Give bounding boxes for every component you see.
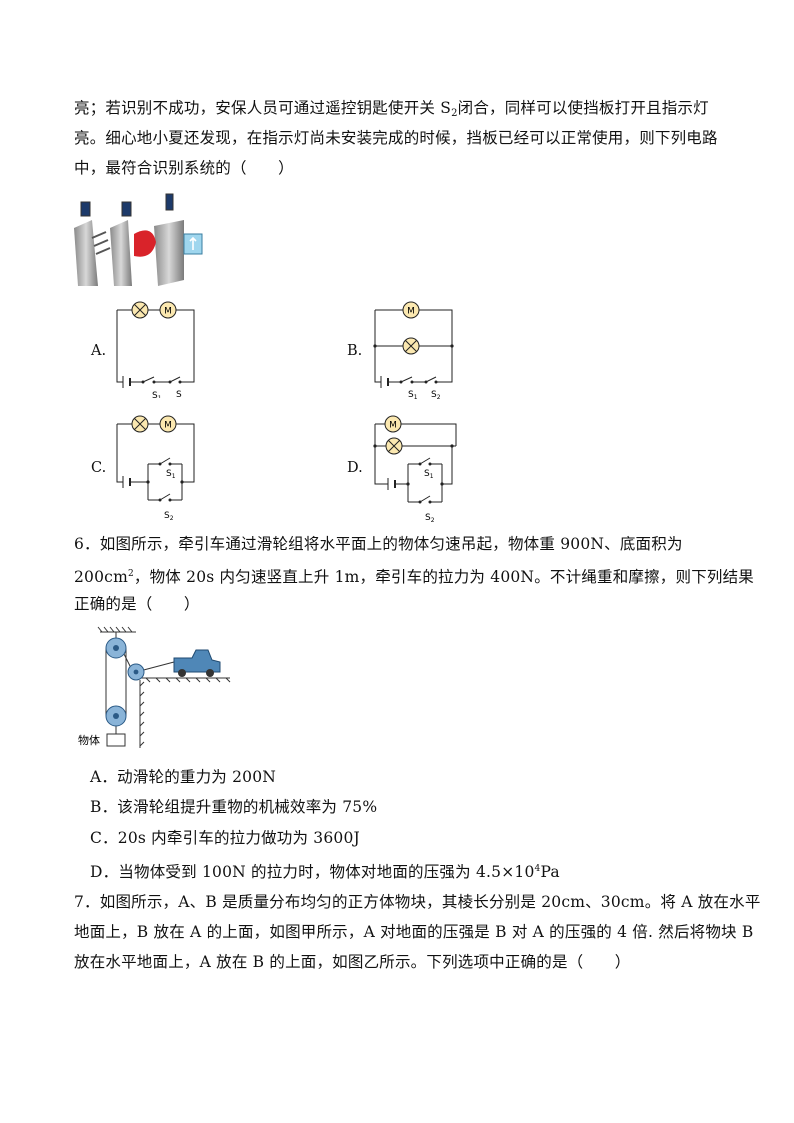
circuit-c: M S1 S2 bbox=[116, 415, 195, 522]
switch-s1-label: S1 bbox=[166, 469, 176, 480]
q6-line-2: 200cm2，物体 20s 内匀速竖直上升 1m，牵引车的拉力为 400N。不计… bbox=[74, 568, 755, 586]
q5-line-3: 中，最符合识别系统的（ ） bbox=[74, 159, 294, 177]
q7-line-1: 7．如图所示，A、B 是质量分布均匀的正方体物块，其棱长分别是 20cm、30c… bbox=[74, 893, 761, 911]
switch-s2-label: S2 bbox=[431, 390, 441, 401]
turnstile-illustration bbox=[74, 193, 203, 286]
q6-choice-a: A．动滑轮的重力为 200N bbox=[90, 768, 277, 786]
q5-line-1: 亮；若识别不成功，安保人员可通过遥控钥匙使开关 S2闭合，同样可以使挡板打开且指… bbox=[74, 99, 709, 119]
switch-s2-label: S2 bbox=[164, 511, 174, 522]
q6-choice-b: B．该滑轮组提升重物的机械效率为 75% bbox=[90, 798, 378, 816]
motor-symbol: M bbox=[389, 421, 397, 431]
q7-line-3: 放在水平地面上，A 放在 B 的上面，如图乙所示。下列选项中正确的是（ ） bbox=[74, 953, 631, 971]
switch-s2-label: S2 bbox=[425, 513, 435, 524]
switch-s1-label: S1 bbox=[424, 469, 434, 480]
q7-line-2: 地面上，B 放在 A 的上面，如图甲所示，A 对地面的压强是 B 对 A 的压强… bbox=[74, 923, 754, 941]
motor-symbol: M bbox=[164, 421, 172, 431]
object-label: 物体 bbox=[78, 733, 100, 747]
option-d-label: D. bbox=[347, 460, 363, 476]
option-c-label: C. bbox=[91, 460, 107, 476]
switch-s1-label: S1 bbox=[408, 390, 418, 401]
q5-line-2: 亮。细心地小夏还发现，在指示灯尚未安装完成的时候，挡板已经可以正常使用，则下列电… bbox=[74, 129, 718, 147]
q6-line-1: 6．如图所示，牵引车通过滑轮组将水平面上的物体匀速吊起，物体重 900N、底面积… bbox=[74, 535, 683, 553]
circuit-a: M S1 S bbox=[116, 301, 195, 398]
q6-line-3: 正确的是（ ） bbox=[74, 595, 200, 613]
q6-choice-c: C．20s 内牵引车的拉力做功为 3600J bbox=[90, 829, 360, 847]
switch-s-label: S bbox=[176, 390, 182, 398]
q6-choice-d: D．当物体受到 100N 的拉力时，物体对地面的压强为 4.5×104Pa bbox=[90, 863, 560, 881]
circuit-b: M S1 S2 bbox=[373, 301, 454, 401]
option-a-label: A. bbox=[91, 343, 107, 359]
motor-symbol: M bbox=[164, 307, 172, 317]
motor-symbol: M bbox=[407, 307, 415, 317]
option-b-label: B. bbox=[347, 343, 363, 359]
switch-s1-label: S1 bbox=[152, 391, 162, 398]
pulley-figure: 物体 bbox=[78, 626, 231, 748]
circuit-d: M S1 S2 bbox=[373, 415, 457, 524]
